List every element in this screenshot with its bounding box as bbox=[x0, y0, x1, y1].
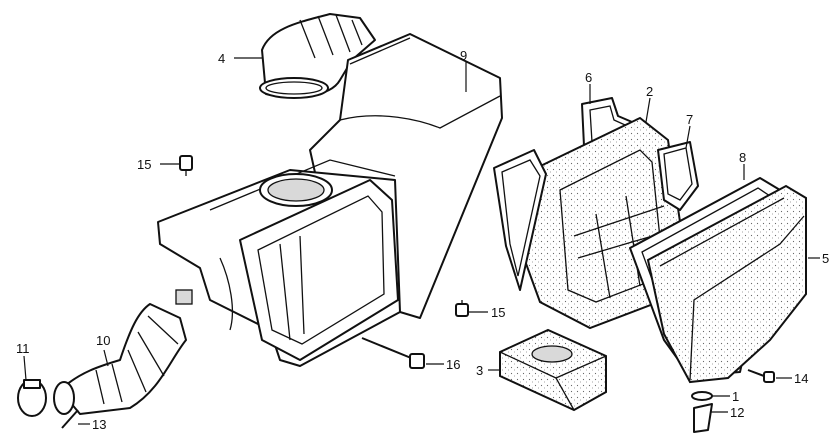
gasket-right-part bbox=[657, 141, 699, 211]
label-16: 16 bbox=[446, 357, 460, 372]
air-cleaner-case-part bbox=[157, 33, 503, 367]
label-9: 9 bbox=[460, 48, 467, 63]
label-12: 12 bbox=[730, 405, 744, 420]
callout-labels: 4 9 6 2 7 8 5 15 15 16 3 14 1 12 10 11 1… bbox=[16, 48, 829, 432]
clamp-screw-part bbox=[61, 409, 79, 429]
bolt-upper-part bbox=[179, 155, 193, 176]
long-bolt-part bbox=[361, 337, 425, 369]
connecting-tube-part bbox=[53, 303, 187, 415]
bolt-lower-part bbox=[455, 300, 469, 317]
label-7: 7 bbox=[686, 112, 693, 127]
label-4: 4 bbox=[218, 51, 225, 66]
label-8: 8 bbox=[739, 150, 746, 165]
hose-clamp-part bbox=[17, 379, 47, 417]
label-14: 14 bbox=[794, 371, 808, 386]
label-10: 10 bbox=[96, 333, 110, 348]
label-5: 5 bbox=[822, 251, 829, 266]
drain-assembly-part bbox=[691, 391, 713, 433]
leader-lines bbox=[23, 57, 820, 425]
intake-boot-part bbox=[259, 13, 376, 99]
label-15-upper: 15 bbox=[137, 157, 151, 172]
air-cleaner-cover-part bbox=[646, 184, 807, 384]
label-6: 6 bbox=[585, 70, 592, 85]
label-2: 2 bbox=[646, 84, 653, 99]
label-15-lower: 15 bbox=[491, 305, 505, 320]
label-3: 3 bbox=[476, 363, 483, 378]
gasket-frame-part bbox=[493, 149, 547, 291]
foam-block-part bbox=[499, 328, 607, 412]
label-11: 11 bbox=[16, 341, 30, 356]
label-13: 13 bbox=[92, 417, 106, 432]
screw-part bbox=[747, 369, 775, 383]
label-1: 1 bbox=[732, 389, 739, 404]
